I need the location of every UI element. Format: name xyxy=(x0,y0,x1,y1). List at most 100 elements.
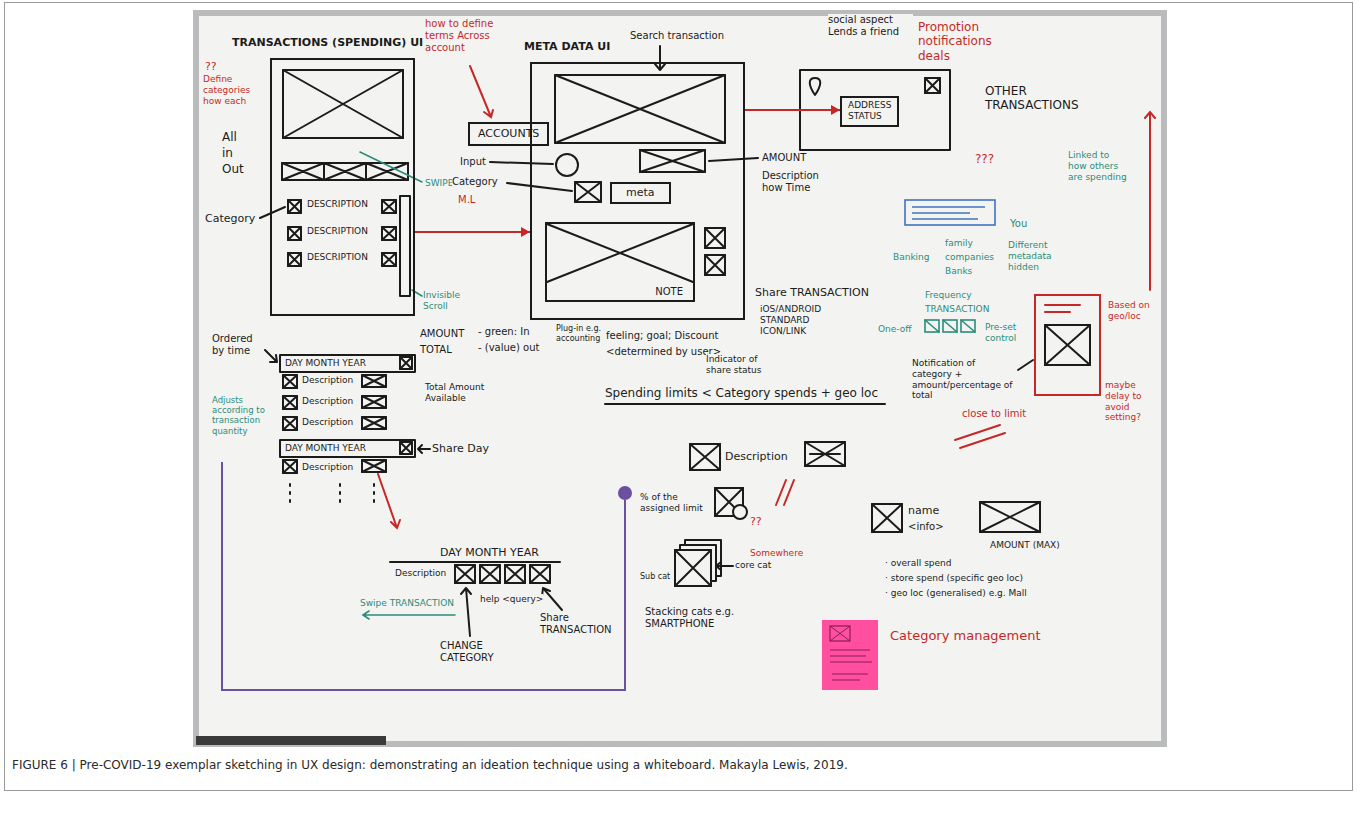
sketch-note: Out xyxy=(222,162,244,176)
sketch-stroke xyxy=(362,375,386,387)
address-box: ADDRESSSTATUS xyxy=(840,96,899,127)
sketch-note: Notification of category + amount/percen… xyxy=(912,358,1017,401)
sketch-stroke xyxy=(605,403,885,405)
sketch-note: ?? xyxy=(750,515,762,528)
sketch-stroke xyxy=(382,227,396,240)
sketch-note: You xyxy=(1010,218,1027,230)
box-label: NOTE xyxy=(653,286,685,299)
sketch-stroke xyxy=(455,565,475,583)
sketch-note: Swipe TRANSACTION xyxy=(360,598,454,609)
sketch-stroke xyxy=(690,444,720,470)
sketch-stroke xyxy=(675,550,711,586)
sketch-note: SWIPE xyxy=(425,178,453,189)
sketch-stroke xyxy=(925,320,975,332)
sketch-stroke xyxy=(530,565,550,583)
sketch-stroke xyxy=(283,375,297,388)
sketch-note: Indicator of share status xyxy=(706,354,776,376)
sketch-stroke xyxy=(480,565,500,583)
sketch-stroke xyxy=(470,66,493,117)
connector-line xyxy=(415,231,530,233)
sketch-stroke xyxy=(360,152,422,182)
sketch-stroke xyxy=(260,207,430,453)
sketch-stroke xyxy=(705,228,725,248)
sketch-stroke xyxy=(912,207,985,219)
sketch-stroke xyxy=(905,200,995,225)
sketch-stroke xyxy=(619,487,631,499)
sketch-stroke xyxy=(705,255,725,275)
sketch-stroke xyxy=(716,562,733,570)
sketch-stroke xyxy=(705,228,725,248)
sketch-note: DAY MONTH YEAR xyxy=(285,443,366,454)
sketch-stroke xyxy=(260,46,1090,636)
sketch-note: Share TRANSACTION xyxy=(755,286,869,299)
sketch-note: Description how Time xyxy=(762,170,824,194)
sketch-stroke xyxy=(547,224,693,282)
sketch-note: Search transaction xyxy=(630,30,724,42)
sketch-stroke xyxy=(505,565,525,583)
sketch-note: · geo loc (generalised) e.g. Mall xyxy=(885,588,1027,599)
sketch-note: Ordered by time xyxy=(212,333,262,357)
sketch-stroke xyxy=(555,75,725,143)
phone-wireframe: TRANSACTIONS (SPENDING) UI xyxy=(270,58,415,316)
sketch-note: · overall spend xyxy=(885,558,952,569)
sketch-stroke xyxy=(925,78,940,93)
sketch-note: AMOUNT xyxy=(420,328,464,340)
box-label: meta xyxy=(626,186,655,200)
sketch-stroke xyxy=(733,505,747,519)
sketch-note: Banks xyxy=(945,266,972,277)
sketch-stroke xyxy=(400,442,412,454)
sketch-stroke xyxy=(705,255,725,275)
box-label: ADDRESS xyxy=(848,100,891,111)
sketch-note: AMOUNT xyxy=(762,152,806,164)
sketch-note: TOTAL xyxy=(420,344,452,356)
sketch-stroke xyxy=(830,626,872,680)
sketch-note: Category xyxy=(452,176,498,188)
sketch-note: Description xyxy=(302,417,353,428)
sketch-stroke xyxy=(905,200,995,225)
sketch-stroke xyxy=(288,227,301,240)
sketch-note: DESCRIPTION xyxy=(307,226,368,237)
sketch-note: Stacking cats e.g. SMARTPHONE xyxy=(645,606,765,630)
sketch-note: close to limit xyxy=(962,408,1026,420)
sketch-stroke xyxy=(283,460,297,473)
sketch-stroke xyxy=(925,78,940,93)
sketch-stroke xyxy=(810,78,821,95)
sketch-stroke xyxy=(1045,325,1090,365)
flow-arrow xyxy=(745,105,840,115)
sketch-note: Input xyxy=(460,156,486,168)
sketch-note: Description xyxy=(302,375,353,386)
sketch-note: Description xyxy=(302,396,353,407)
sketch-stroke xyxy=(980,502,1040,532)
sketch-note: Category xyxy=(205,212,255,225)
sketch-stroke xyxy=(360,152,975,619)
sketch-stroke xyxy=(555,75,725,143)
sketch-note: · store spend (specific geo loc) xyxy=(885,573,1023,584)
sketch-note: DAY MONTH YEAR xyxy=(285,358,366,369)
sketch-stroke xyxy=(288,200,301,213)
sketch-stroke xyxy=(283,417,297,430)
sketch-note: Adjusts according to transaction quantit… xyxy=(212,395,274,436)
sketch-note: <info> xyxy=(908,521,944,533)
sketch-stroke xyxy=(362,417,386,429)
sketch-stroke xyxy=(1045,305,1080,312)
note-box: NOTE xyxy=(545,222,695,302)
box-label: STATUS xyxy=(848,111,891,122)
sketch-note: M.L xyxy=(458,194,475,206)
sketch-note: Invisible Scroll xyxy=(423,290,478,312)
sketch-stroke xyxy=(222,462,625,690)
sketch-stroke xyxy=(288,253,301,266)
sketch-note: Description xyxy=(302,462,353,473)
sketch-stroke xyxy=(288,200,301,213)
sketch-stroke xyxy=(362,375,386,387)
accounts-box: ACCOUNTS xyxy=(468,122,549,146)
sketch-stroke xyxy=(980,502,1040,532)
sketch-note: help <query> xyxy=(480,594,543,605)
sketch-note: - (value) out xyxy=(478,342,539,354)
sketch-stroke xyxy=(955,425,1005,448)
flow-arrow xyxy=(415,227,530,237)
sketch-stroke xyxy=(805,442,845,466)
sketch-stroke xyxy=(675,550,711,586)
sketch-stroke xyxy=(382,253,396,266)
sketch-stroke xyxy=(640,150,705,172)
